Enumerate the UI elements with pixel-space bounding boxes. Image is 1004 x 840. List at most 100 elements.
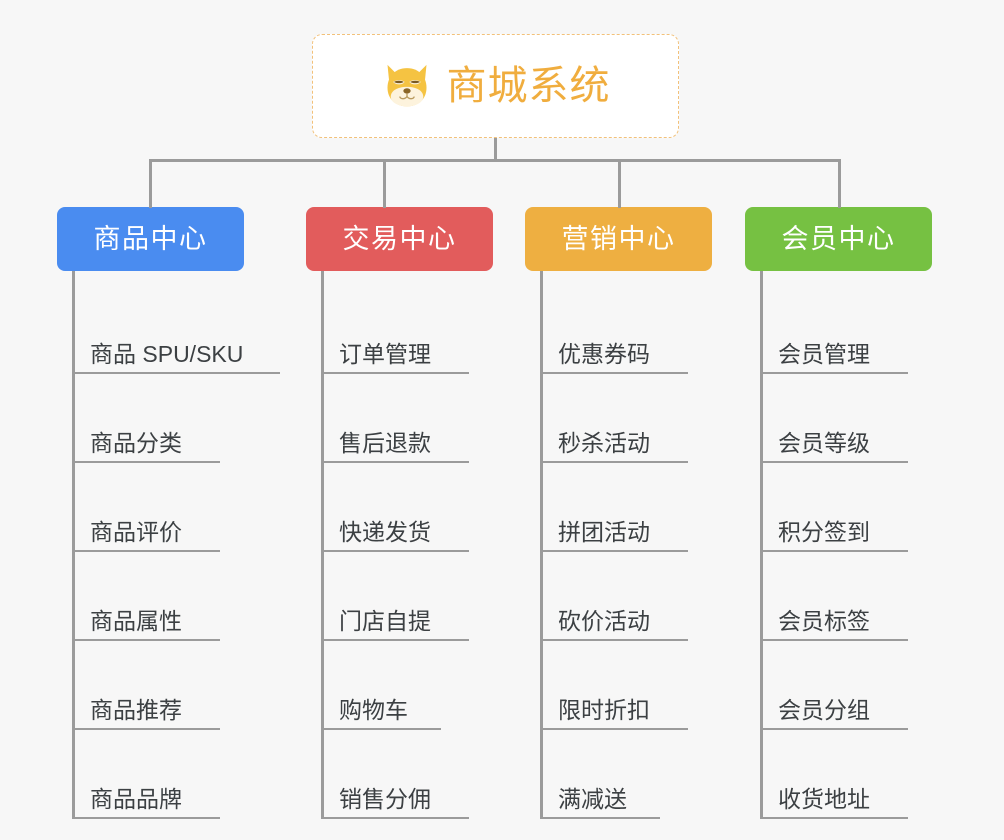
leaf-item[interactable]: 商品评价 <box>57 463 277 552</box>
leaf-item-underline <box>760 817 908 819</box>
leaf-item[interactable]: 商品分类 <box>57 374 277 463</box>
leaf-item-underline <box>72 639 220 641</box>
leaf-item[interactable]: 销售分佣 <box>306 730 526 819</box>
leaf-item-label: 商品 SPU/SKU <box>90 341 244 367</box>
leaf-item-label: 商品属性 <box>90 608 182 634</box>
leaf-item-label: 商品推荐 <box>90 697 182 723</box>
leaf-item-label: 秒杀活动 <box>558 430 650 456</box>
leaf-item-underline <box>321 817 469 819</box>
leaf-item-underline <box>760 372 908 374</box>
leaf-item-label: 快递发货 <box>339 519 431 545</box>
leaf-item-label: 优惠券码 <box>558 341 650 367</box>
leaf-item-underline <box>321 372 469 374</box>
leaf-item[interactable]: 商品属性 <box>57 552 277 641</box>
leaf-item-label: 商品评价 <box>90 519 182 545</box>
connector-horizontal-bus <box>149 159 841 162</box>
leaf-item-underline <box>760 550 908 552</box>
leaf-item-label: 限时折扣 <box>558 697 650 723</box>
category-column-2: 营销中心优惠券码秒杀活动拼团活动砍价活动限时折扣满减送 <box>525 207 745 819</box>
category-column-0: 商品中心商品 SPU/SKU 商品分类商品评价商品属性商品推荐商品品牌 <box>57 207 280 819</box>
connector-root-stem <box>494 138 497 161</box>
category-label: 营销中心 <box>561 223 676 254</box>
leaf-item-label: 会员标签 <box>778 608 870 634</box>
leaf-item[interactable]: 会员管理 <box>745 285 965 374</box>
leaf-item-underline <box>540 639 688 641</box>
leaf-item-underline <box>760 728 908 730</box>
category-label: 交易中心 <box>342 223 457 254</box>
connector-drop-2 <box>618 159 621 208</box>
category-label: 会员中心 <box>781 223 896 254</box>
leaf-item-label: 会员管理 <box>778 341 870 367</box>
leaf-item-label: 售后退款 <box>339 430 431 456</box>
leaf-item-label: 商品品牌 <box>90 786 182 812</box>
leaf-item-underline <box>72 550 220 552</box>
leaf-item[interactable]: 售后退款 <box>306 374 526 463</box>
leaf-item-label: 会员等级 <box>778 430 870 456</box>
category-box-2[interactable]: 营销中心 <box>525 207 712 271</box>
leaf-item-label: 满减送 <box>558 786 627 812</box>
leaf-item[interactable]: 拼团活动 <box>525 463 745 552</box>
leaf-item[interactable]: 秒杀活动 <box>525 374 745 463</box>
leaf-item-label: 收货地址 <box>778 786 870 812</box>
leaf-item-underline <box>540 461 688 463</box>
leaf-item[interactable]: 门店自提 <box>306 552 526 641</box>
category-box-1[interactable]: 交易中心 <box>306 207 493 271</box>
leaf-item[interactable]: 商品推荐 <box>57 641 277 730</box>
leaf-list-1: 订单管理售后退款快递发货门店自提购物车销售分佣 <box>306 271 526 819</box>
root-node[interactable]: 商城系统 <box>312 34 679 138</box>
connector-drop-3 <box>838 159 841 208</box>
leaf-list-2: 优惠券码秒杀活动拼团活动砍价活动限时折扣满减送 <box>525 271 745 819</box>
category-box-3[interactable]: 会员中心 <box>745 207 932 271</box>
leaf-item-label: 门店自提 <box>339 608 431 634</box>
leaf-item[interactable]: 会员标签 <box>745 552 965 641</box>
category-label: 商品中心 <box>93 223 208 254</box>
connector-trunk-1 <box>321 271 324 819</box>
leaf-item[interactable]: 积分签到 <box>745 463 965 552</box>
category-box-0[interactable]: 商品中心 <box>57 207 244 271</box>
leaf-item-label: 订单管理 <box>339 341 431 367</box>
leaf-item-underline <box>72 817 220 819</box>
leaf-item-underline <box>540 550 688 552</box>
leaf-item[interactable]: 商品品牌 <box>57 730 277 819</box>
category-column-3: 会员中心会员管理会员等级积分签到会员标签会员分组收货地址 <box>745 207 965 819</box>
leaf-list-3: 会员管理会员等级积分签到会员标签会员分组收货地址 <box>745 271 965 819</box>
root-title: 商城系统 <box>446 64 611 108</box>
leaf-item-underline <box>540 372 688 374</box>
leaf-item[interactable]: 购物车 <box>306 641 526 730</box>
leaf-item-underline <box>72 728 220 730</box>
connector-trunk-3 <box>760 271 763 819</box>
leaf-item-underline <box>540 817 660 819</box>
leaf-item-label: 销售分佣 <box>339 786 431 812</box>
leaf-item-label: 购物车 <box>339 697 408 723</box>
leaf-item[interactable]: 优惠券码 <box>525 285 745 374</box>
connector-drop-0 <box>149 159 152 208</box>
leaf-item-underline <box>321 550 469 552</box>
leaf-item-underline <box>321 461 469 463</box>
leaf-item[interactable]: 会员分组 <box>745 641 965 730</box>
leaf-item[interactable]: 砍价活动 <box>525 552 745 641</box>
leaf-item-label: 拼团活动 <box>558 519 650 545</box>
leaf-item-label: 商品分类 <box>90 430 182 456</box>
leaf-list-0: 商品 SPU/SKU 商品分类商品评价商品属性商品推荐商品品牌 <box>57 271 280 819</box>
leaf-item-underline <box>760 639 908 641</box>
leaf-item[interactable]: 满减送 <box>525 730 745 819</box>
leaf-item[interactable]: 商品 SPU/SKU <box>57 285 280 374</box>
connector-trunk-2 <box>540 271 543 819</box>
leaf-item-underline <box>72 372 280 374</box>
leaf-item[interactable]: 会员等级 <box>745 374 965 463</box>
leaf-item[interactable]: 订单管理 <box>306 285 526 374</box>
leaf-item[interactable]: 限时折扣 <box>525 641 745 730</box>
leaf-item-underline <box>321 728 441 730</box>
leaf-item-underline <box>321 639 469 641</box>
category-column-1: 交易中心订单管理售后退款快递发货门店自提购物车销售分佣 <box>306 207 526 819</box>
leaf-item[interactable]: 快递发货 <box>306 463 526 552</box>
connector-drop-1 <box>383 159 386 208</box>
leaf-item-label: 砍价活动 <box>558 608 650 634</box>
connector-trunk-0 <box>72 271 75 819</box>
leaf-item-label: 会员分组 <box>778 697 870 723</box>
leaf-item-underline <box>540 728 688 730</box>
leaf-item[interactable]: 收货地址 <box>745 730 965 819</box>
shiba-dog-face-icon <box>387 64 426 107</box>
leaf-item-underline <box>72 461 220 463</box>
